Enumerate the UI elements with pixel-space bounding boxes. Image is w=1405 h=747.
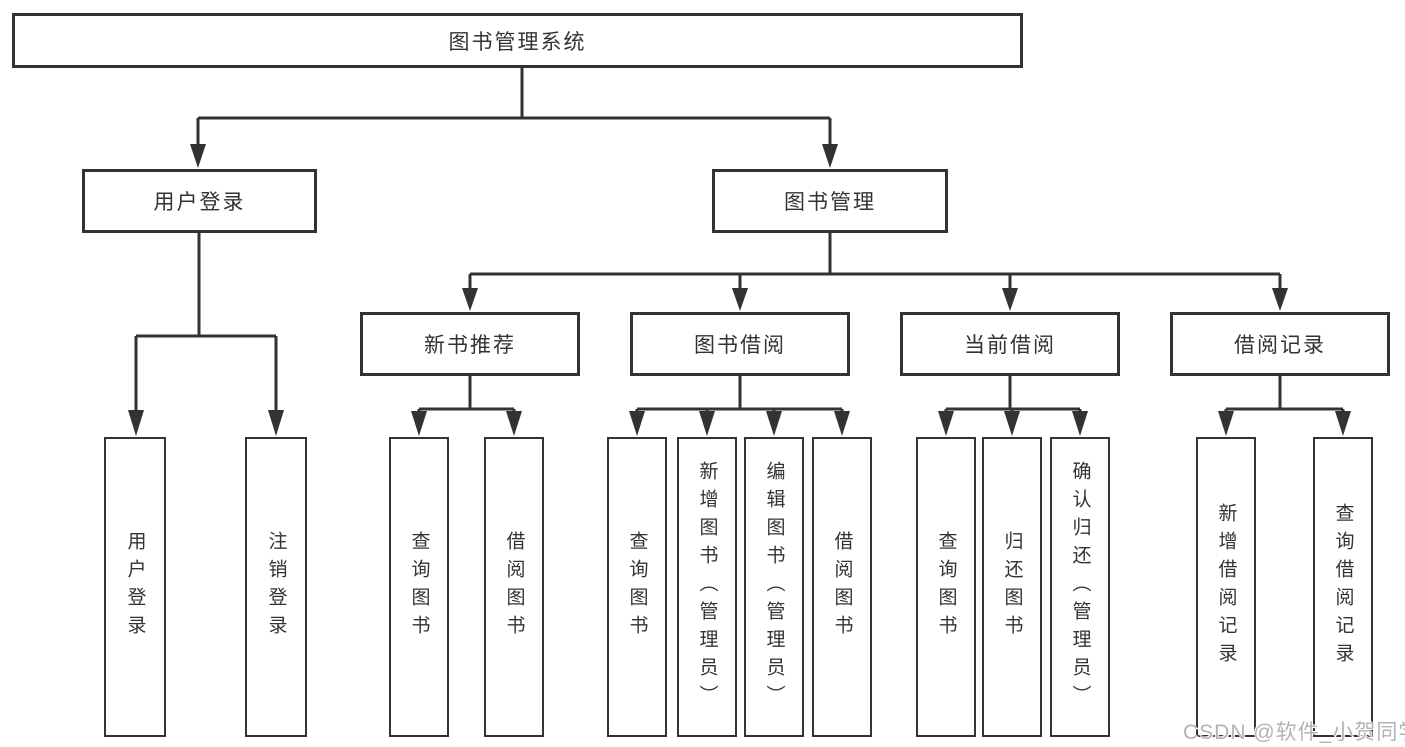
leaf-borrow-query-books-label: 查询图书 bbox=[626, 531, 648, 643]
leaf-return-books-label: 归还图书 bbox=[1001, 531, 1023, 643]
node-current-borrow: 当前借阅 bbox=[900, 312, 1120, 376]
node-new-book-recommend-label: 新书推荐 bbox=[424, 334, 516, 357]
leaf-logout-login-label: 注销登录 bbox=[265, 531, 287, 643]
leaf-edit-books-admin-label: 编辑图书（管理员） bbox=[763, 461, 785, 713]
leaf-add-borrow-record: 新增借阅记录 bbox=[1196, 437, 1256, 737]
leaf-confirm-return-admin-label: 确认归还（管理员） bbox=[1069, 461, 1091, 713]
leaf-logout-login: 注销登录 bbox=[245, 437, 307, 737]
leaf-return-books: 归还图书 bbox=[982, 437, 1042, 737]
node-book-borrow-label: 图书借阅 bbox=[694, 334, 786, 357]
leaf-current-query-books: 查询图书 bbox=[916, 437, 976, 737]
node-book-management: 图书管理 bbox=[712, 169, 948, 233]
leaf-add-books-admin: 新增图书（管理员） bbox=[677, 437, 737, 737]
leaf-current-query-books-label: 查询图书 bbox=[935, 531, 957, 643]
node-root-label: 图书管理系统 bbox=[448, 30, 587, 54]
leaf-borrow-query-books: 查询图书 bbox=[607, 437, 667, 737]
leaf-add-borrow-record-label: 新增借阅记录 bbox=[1215, 503, 1237, 671]
node-root-system: 图书管理系统 bbox=[12, 13, 1023, 68]
csdn-watermark: CSDN @软件_小贺同学 bbox=[1183, 721, 1405, 744]
node-book-borrow: 图书借阅 bbox=[630, 312, 850, 376]
leaf-confirm-return-admin: 确认归还（管理员） bbox=[1050, 437, 1110, 737]
leaf-recommend-borrow-books: 借阅图书 bbox=[484, 437, 544, 737]
leaf-borrow-books: 借阅图书 bbox=[812, 437, 872, 737]
leaf-recommend-query-books: 查询图书 bbox=[389, 437, 449, 737]
leaf-query-borrow-record: 查询借阅记录 bbox=[1313, 437, 1373, 737]
node-user-login: 用户登录 bbox=[82, 169, 317, 233]
leaf-add-books-admin-label: 新增图书（管理员） bbox=[696, 461, 718, 713]
node-new-book-recommend: 新书推荐 bbox=[360, 312, 580, 376]
leaf-recommend-borrow-books-label: 借阅图书 bbox=[503, 531, 525, 643]
node-current-borrow-label: 当前借阅 bbox=[964, 334, 1056, 357]
node-borrow-records-label: 借阅记录 bbox=[1234, 334, 1326, 357]
leaf-query-borrow-record-label: 查询借阅记录 bbox=[1332, 503, 1354, 671]
leaf-user-login: 用户登录 bbox=[104, 437, 166, 737]
node-book-management-label: 图书管理 bbox=[784, 191, 876, 214]
leaf-edit-books-admin: 编辑图书（管理员） bbox=[744, 437, 804, 737]
leaf-user-login-label: 用户登录 bbox=[124, 531, 146, 643]
leaf-borrow-books-label: 借阅图书 bbox=[831, 531, 853, 643]
node-borrow-records: 借阅记录 bbox=[1170, 312, 1390, 376]
node-user-login-label: 用户登录 bbox=[153, 191, 246, 214]
leaf-recommend-query-books-label: 查询图书 bbox=[408, 531, 430, 643]
